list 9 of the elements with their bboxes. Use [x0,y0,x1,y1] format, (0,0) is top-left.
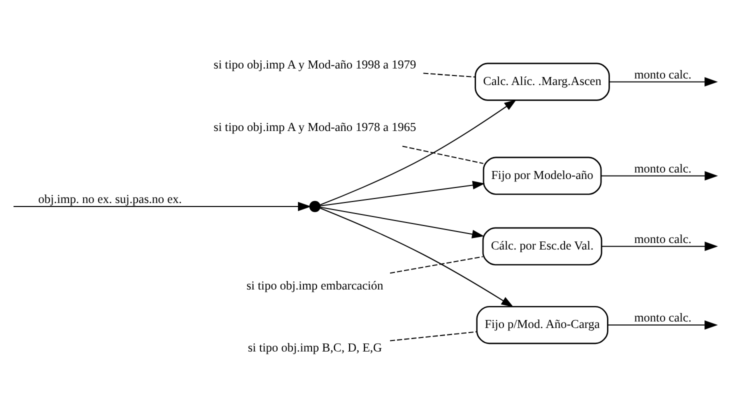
edge-label: monto calc. [634,232,692,246]
edge-label: monto calc. [634,310,692,325]
edge-label: monto calc. [634,161,692,176]
node-text: si tipo obj.imp A y Mod-año 1998 a 1979 [214,58,416,72]
node-text: si tipo obj.imp A y Mod-año 1978 a 1965 [214,120,416,134]
node-text: si tipo obj.imp embarcación [246,278,384,292]
edge-label: monto calc. [634,67,692,82]
edge-label: obj.imp. no ex. suj.pas.no ex. [38,192,182,206]
node-text: si tipo obj.imp B,C, D, E,G [248,340,382,355]
